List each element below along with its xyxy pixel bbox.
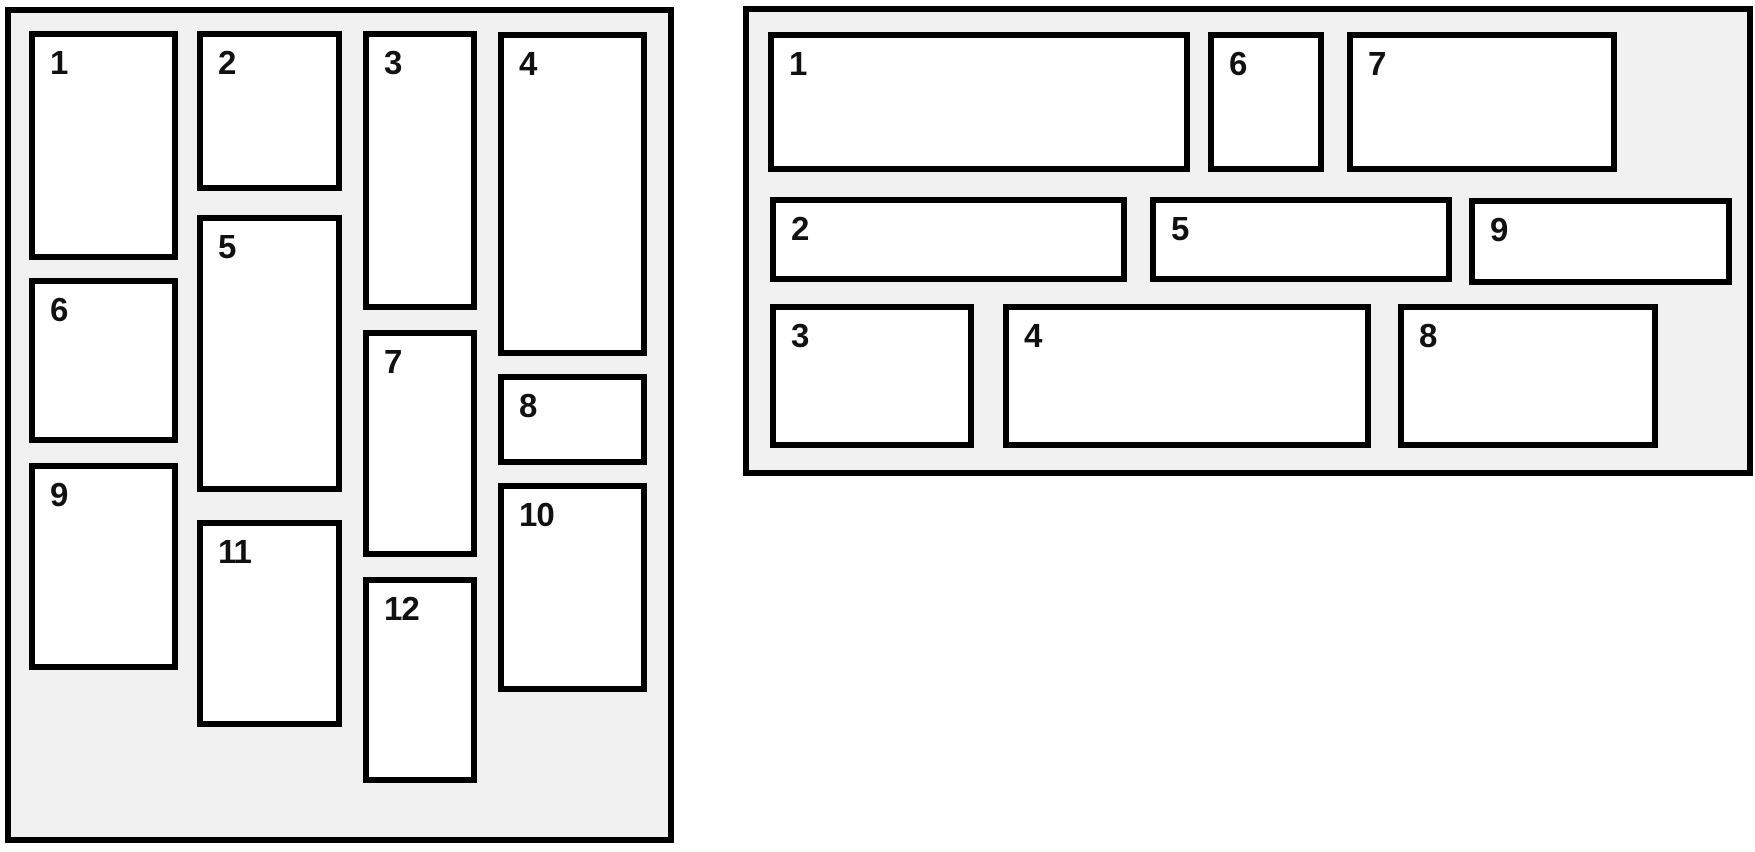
masonry-box-label: 6 bbox=[1229, 45, 1247, 82]
masonry-box-vertical-masonry-5: 5 bbox=[197, 215, 342, 492]
masonry-box-label: 3 bbox=[791, 317, 809, 354]
masonry-box-label: 11 bbox=[218, 533, 252, 570]
masonry-box-vertical-masonry-1: 1 bbox=[29, 31, 178, 260]
masonry-box-vertical-masonry-12: 12 bbox=[363, 577, 477, 783]
masonry-box-horizontal-masonry-4: 4 bbox=[1003, 304, 1371, 448]
masonry-box-vertical-masonry-2: 2 bbox=[197, 31, 342, 191]
masonry-box-label: 7 bbox=[1368, 45, 1386, 82]
masonry-box-horizontal-masonry-3: 3 bbox=[770, 304, 974, 448]
masonry-box-label: 8 bbox=[519, 387, 537, 424]
masonry-box-vertical-masonry-9: 9 bbox=[29, 463, 178, 670]
masonry-box-vertical-masonry-6: 6 bbox=[29, 278, 178, 443]
masonry-box-vertical-masonry-3: 3 bbox=[363, 31, 477, 310]
masonry-box-label: 3 bbox=[384, 44, 402, 81]
masonry-box-vertical-masonry-11: 11 bbox=[197, 520, 342, 727]
masonry-box-vertical-masonry-8: 8 bbox=[498, 374, 647, 465]
masonry-box-label: 5 bbox=[1171, 210, 1189, 247]
masonry-box-label: 2 bbox=[218, 44, 236, 81]
masonry-box-horizontal-masonry-1: 1 bbox=[768, 32, 1190, 172]
masonry-box-label: 12 bbox=[384, 590, 420, 627]
masonry-box-label: 8 bbox=[1419, 317, 1437, 354]
masonry-box-label: 7 bbox=[384, 343, 402, 380]
masonry-box-label: 5 bbox=[218, 228, 236, 265]
masonry-box-horizontal-masonry-2: 2 bbox=[770, 197, 1127, 282]
masonry-box-label: 1 bbox=[789, 45, 807, 82]
masonry-box-horizontal-masonry-5: 5 bbox=[1150, 197, 1452, 282]
masonry-box-label: 10 bbox=[519, 496, 555, 533]
masonry-box-vertical-masonry-7: 7 bbox=[363, 330, 477, 557]
masonry-box-label: 9 bbox=[50, 476, 68, 513]
masonry-box-label: 4 bbox=[519, 45, 537, 82]
masonry-box-vertical-masonry-4: 4 bbox=[498, 32, 647, 356]
masonry-box-label: 6 bbox=[50, 291, 68, 328]
masonry-box-horizontal-masonry-9: 9 bbox=[1469, 198, 1732, 285]
masonry-box-label: 4 bbox=[1024, 317, 1042, 354]
masonry-box-horizontal-masonry-6: 6 bbox=[1208, 32, 1324, 172]
masonry-box-horizontal-masonry-7: 7 bbox=[1347, 32, 1617, 172]
masonry-box-horizontal-masonry-8: 8 bbox=[1398, 304, 1658, 448]
masonry-box-vertical-masonry-10: 10 bbox=[498, 483, 647, 692]
masonry-box-label: 2 bbox=[791, 210, 809, 247]
horizontal-masonry-panel: 1 2 3 4 5 6 7 8 9 bbox=[743, 6, 1753, 476]
masonry-box-label: 9 bbox=[1490, 211, 1508, 248]
masonry-box-label: 1 bbox=[50, 44, 68, 81]
